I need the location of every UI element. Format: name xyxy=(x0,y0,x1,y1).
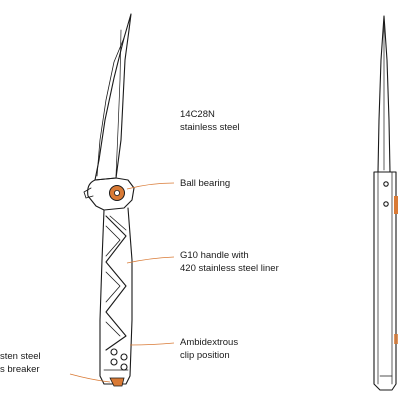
side-clip-accent xyxy=(394,196,398,214)
callout-handle-line2: 420 stainless steel liner xyxy=(180,263,279,274)
callout-pivot: Ball bearing xyxy=(180,177,230,190)
callout-tip: sten steel s breaker xyxy=(0,350,41,376)
callout-handle: G10 handle with 420 stainless steel line… xyxy=(180,249,279,275)
leader-lines xyxy=(69,182,175,383)
glass-breaker-icon xyxy=(109,377,125,387)
callout-pivot-line1: Ball bearing xyxy=(180,178,231,189)
front-bolster xyxy=(83,177,135,211)
callout-clip-line1: Ambidextrous xyxy=(180,337,239,348)
callout-blade-steel-line2: stainless steel xyxy=(180,122,240,133)
callout-handle-line1: G10 handle with xyxy=(180,250,249,261)
callout-clip: Ambidextrous clip position xyxy=(180,336,238,362)
side-blade xyxy=(377,15,391,173)
handle-zigzag xyxy=(105,215,127,351)
callout-clip-line2: clip position xyxy=(180,350,230,361)
leader-pivot xyxy=(126,182,175,190)
accent-parts xyxy=(109,185,398,387)
callout-tip-line1: sten steel xyxy=(0,351,41,362)
butt-screws xyxy=(110,348,128,371)
leader-tip xyxy=(69,373,111,383)
callout-blade-steel-line1: 14C28N xyxy=(180,109,215,120)
leader-handle xyxy=(126,256,175,264)
callout-tip-line2: s breaker xyxy=(0,364,40,375)
side-handle xyxy=(373,171,397,391)
front-blade xyxy=(94,13,132,181)
leader-clip xyxy=(129,342,175,346)
callout-blade-steel: 14C28N stainless steel xyxy=(180,108,240,134)
